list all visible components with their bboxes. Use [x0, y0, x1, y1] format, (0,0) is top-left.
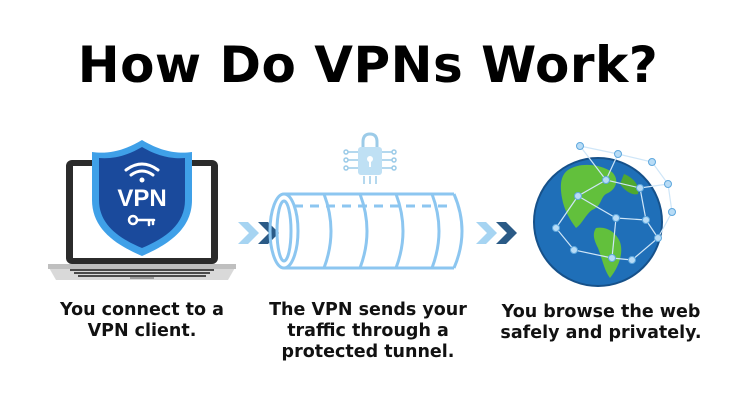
lock-circuit-icon [340, 130, 400, 186]
step-2-caption-line: The VPN sends your [269, 300, 467, 320]
step-1-caption-line: VPN client. [87, 321, 197, 341]
vpn-badge-text: VPN [117, 185, 166, 212]
protected-tunnel-icon [268, 186, 472, 276]
double-chevron-arrow-icon [476, 222, 524, 244]
step-1-caption-line: You connect to a [60, 300, 224, 320]
page-title: How Do VPNs Work? [77, 36, 659, 94]
step-2-caption-line: traffic through a [287, 321, 449, 341]
step-3-caption-line: You browse the web [501, 302, 701, 322]
double-chevron-arrow-icon [238, 222, 286, 244]
step-2-caption: The VPN sends your traffic through a pro… [262, 300, 474, 363]
globe-network-icon [520, 140, 680, 290]
vpn-shield-icon [92, 140, 192, 256]
step-1-caption: You connect to a VPN client. [44, 300, 240, 342]
laptop-vpn-illustration: VPN [40, 140, 240, 290]
step-3-caption: You browse the web safely and privately. [488, 302, 714, 344]
step-2-caption-line: protected tunnel. [281, 342, 455, 362]
step-3-caption-line: safely and privately. [500, 323, 702, 343]
